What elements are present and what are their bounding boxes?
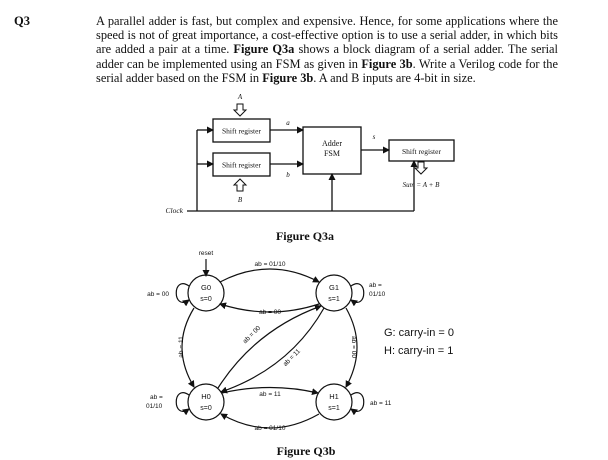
arc-g1-to-h1-label: ab = 00 <box>350 336 357 358</box>
question-text-segment: shows a block diagram of a serial adder.… <box>96 42 558 71</box>
arc-g0-to-g1 <box>219 268 320 283</box>
legend-g: G: carry-in = 0 <box>384 327 454 339</box>
figure-reference: Figure 3b <box>361 56 413 71</box>
state-h1-circle <box>315 383 353 421</box>
clock-label: Clock <box>166 206 184 215</box>
arc-g1-to-h0 <box>220 307 325 394</box>
arc-g1-to-g0-label: ab = 00 <box>259 309 281 316</box>
reset-label: reset <box>199 250 214 257</box>
figure-q3a-caption: Figure Q3a <box>276 229 334 243</box>
state-h0-name: H0 <box>201 392 211 401</box>
state-h0-circle <box>187 383 225 421</box>
loop-g0-label: ab = 00 <box>147 291 169 298</box>
arc-g1-to-h0-label: ab = 11 <box>282 348 302 368</box>
state-g1-output: s=1 <box>328 296 340 303</box>
sum-label: Sum = A + B <box>403 181 441 189</box>
loop-h0 <box>175 392 190 416</box>
loop-g1-label-1: ab = <box>369 282 382 289</box>
state-g0-circle <box>187 274 225 312</box>
loop-h1-label: ab = 11 <box>370 400 392 407</box>
shift-register-sum <box>388 139 455 162</box>
question-number: Q3 <box>14 14 30 28</box>
arc-h0-to-h1-label: ab = 11 <box>259 391 281 398</box>
figure-q3b: reset G0 s=0 G1 s=1 H0 s=0 H1 s=1 ab = 0… <box>146 250 454 458</box>
wire-b-label: b <box>286 171 290 179</box>
state-h1-output: s=1 <box>328 405 340 412</box>
arc-h0-to-h1 <box>221 386 319 396</box>
input-a-hollow-arrow <box>232 103 248 117</box>
state-g1-circle <box>315 274 353 312</box>
shift-register-a-label: Shift register <box>222 127 261 136</box>
question-text-segment: . A and B inputs are 4-bit in size. <box>313 70 476 85</box>
adder-fsm-label-1: Adder <box>322 139 342 148</box>
loop-g1 <box>350 283 365 307</box>
figure-reference: Figure 3b <box>262 70 314 85</box>
legend-h: H: carry-in = 1 <box>384 345 453 357</box>
figure-reference: Figure Q3a <box>233 42 295 57</box>
shift-register-sum-label: Shift register <box>402 147 441 156</box>
arc-g0-to-h0-label: ab = 11 <box>178 336 185 358</box>
input-b-label: B <box>238 196 243 204</box>
state-g0-output: s=0 <box>200 296 212 303</box>
arc-g1-to-g0 <box>219 302 320 313</box>
state-h1-name: H1 <box>329 392 339 401</box>
state-g0-name: G0 <box>201 283 211 292</box>
figure-q3a: A Shift register Shift register B Adder … <box>166 93 455 243</box>
arc-h1-to-h0 <box>220 413 320 429</box>
state-g1-name: G1 <box>329 283 339 292</box>
arc-g1-to-h1 <box>345 307 358 388</box>
loop-h1 <box>350 392 365 416</box>
sum-hollow-arrow <box>413 161 429 175</box>
wire-a-label: a <box>286 119 290 127</box>
loop-g0 <box>175 283 190 307</box>
adder-fsm-label-2: FSM <box>324 149 340 158</box>
loop-h0-label-1: ab = <box>150 394 163 401</box>
arc-g0-to-h0 <box>181 307 195 388</box>
arc-h0-to-g1 <box>217 304 322 389</box>
shift-register-b-label: Shift register <box>222 161 261 170</box>
question-text-segment: . Write a Verilog code for the serial ad… <box>96 56 558 85</box>
question-text: A parallel adder is fast, but complex an… <box>96 14 558 85</box>
input-b-hollow-arrow <box>232 178 248 192</box>
arc-h0-to-g1-label: ab = 00 <box>242 324 263 345</box>
loop-g1-label-2: 01/10 <box>369 291 386 298</box>
arc-g0-to-g1-label: ab = 01/10 <box>255 261 286 268</box>
loop-h0-label-2: 01/10 <box>146 403 163 410</box>
state-h0-output: s=0 <box>200 405 212 412</box>
question-text-segment: A parallel adder is fast, but complex an… <box>96 14 558 57</box>
input-a-label: A <box>237 93 243 101</box>
arc-h1-to-h0-label: ab = 01/10 <box>255 425 286 432</box>
wire-s-label: s <box>373 133 376 141</box>
figure-q3b-caption: Figure Q3b <box>277 444 336 458</box>
